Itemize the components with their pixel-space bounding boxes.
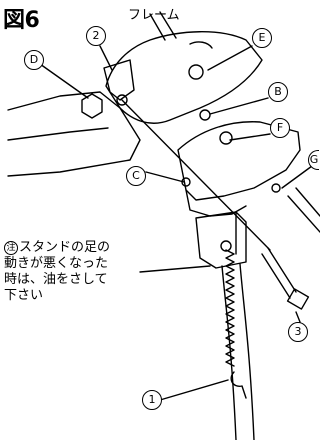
callout-e: E bbox=[252, 28, 272, 48]
figure-title: 図6 bbox=[3, 8, 40, 33]
callout-d: D bbox=[24, 50, 44, 70]
pivot-block bbox=[195, 211, 247, 269]
note-line-2: 動きが悪くなった bbox=[4, 256, 109, 271]
note-line-3: 時は、油をさして bbox=[4, 272, 108, 287]
callout-c: C bbox=[126, 166, 146, 186]
note-line-4: 下さい bbox=[4, 288, 44, 303]
frame-tube bbox=[105, 31, 263, 124]
callout-1: 1 bbox=[142, 390, 162, 410]
nut-d bbox=[81, 93, 103, 119]
callout-b: B bbox=[268, 82, 288, 102]
spring bbox=[225, 249, 235, 367]
note-mark: 注 bbox=[4, 241, 18, 255]
frame-left-body bbox=[7, 91, 141, 177]
bracket-2 bbox=[103, 59, 135, 101]
callout-f: F bbox=[270, 118, 290, 138]
bracket-plate bbox=[177, 121, 301, 201]
stand-oil-note: 注スタンドの足の 動きが悪くなった 時は、油をさして 下さい bbox=[4, 240, 164, 304]
bolt-long bbox=[287, 195, 320, 233]
bolt-3 bbox=[261, 253, 291, 299]
note-line-1: スタンドの足の bbox=[19, 240, 111, 255]
callout-3: 3 bbox=[288, 322, 308, 342]
frame-label: フレーム bbox=[128, 8, 180, 23]
callout-2: 2 bbox=[86, 26, 106, 46]
